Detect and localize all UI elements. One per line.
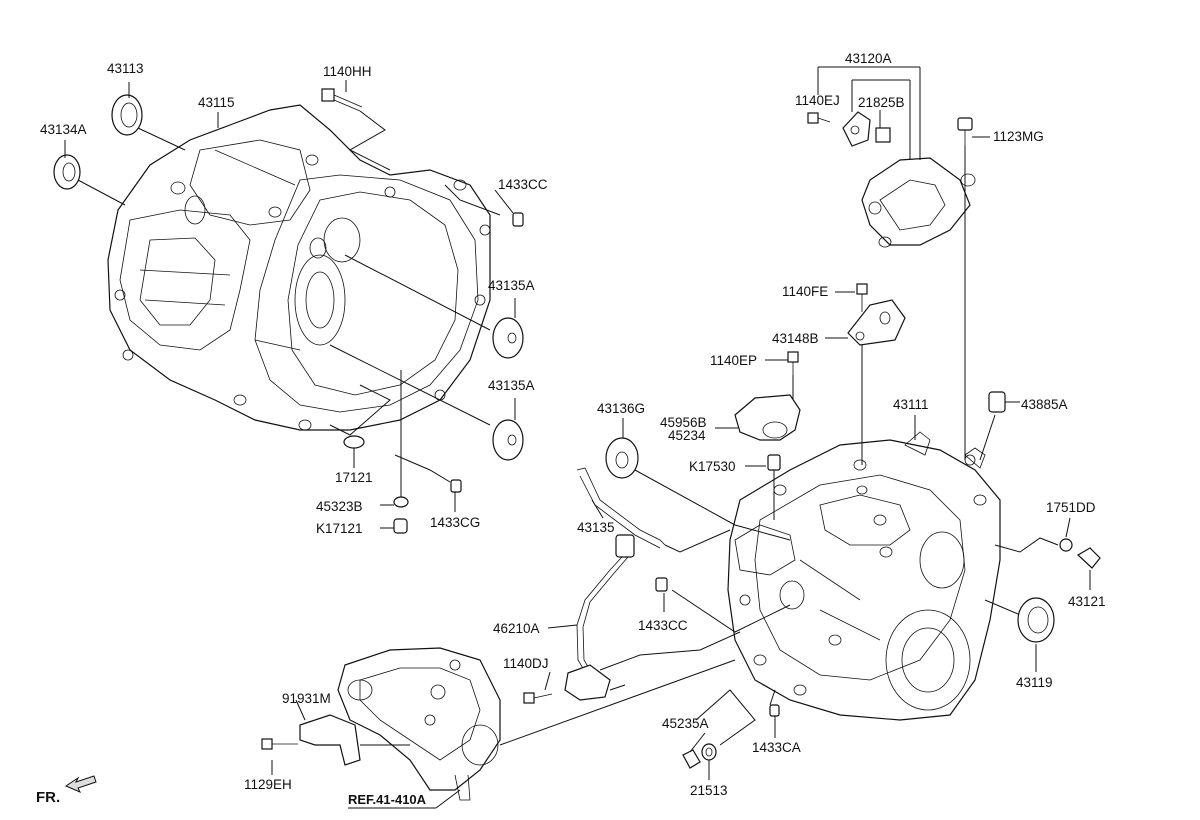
label-43135A-1[interactable]: 43135A	[488, 278, 535, 293]
bracket-43148B[interactable]	[847, 299, 906, 346]
ref-label-41-410A[interactable]: REF.41-410A	[348, 792, 427, 807]
bracket-assy-43120A[interactable]	[861, 157, 976, 248]
label-43135A-2[interactable]: 43135A	[488, 378, 535, 393]
leader-lines	[64, 66, 1091, 809]
harness-46210A[interactable]	[564, 534, 635, 701]
label-1433CC-mid[interactable]: 1433CC	[638, 618, 688, 633]
label-43134A[interactable]: 43134A	[40, 122, 87, 137]
label-43119[interactable]: 43119	[1016, 675, 1053, 690]
sensor-K17530[interactable]	[767, 454, 781, 471]
bracket-plate[interactable]	[842, 111, 871, 147]
label-1140EJ[interactable]: 1140EJ	[795, 93, 840, 108]
seal-17121[interactable]	[343, 435, 365, 449]
label-K17121[interactable]: K17121	[316, 521, 363, 536]
dowel-pin-1433CG[interactable]	[450, 479, 462, 493]
label-43113[interactable]: 43113	[107, 61, 144, 76]
bolt-1140EP[interactable]	[787, 351, 799, 375]
label-43885A[interactable]: 43885A	[1021, 397, 1068, 412]
gasket-21513[interactable]	[701, 743, 717, 761]
label-45235A[interactable]: 45235A	[662, 716, 709, 731]
bolt-1123MG[interactable]	[957, 117, 973, 146]
bracket-91931M[interactable]	[299, 714, 361, 766]
washer-45323B[interactable]	[393, 496, 409, 508]
label-45234[interactable]: 45234	[668, 428, 706, 443]
label-43135[interactable]: 43135	[577, 520, 615, 535]
label-43136G[interactable]: 43136G	[597, 401, 645, 416]
inhibitor-switch-45956B[interactable]	[734, 394, 801, 441]
bolt-1140FE[interactable]	[856, 283, 868, 312]
plate-1140EJ-bolt[interactable]	[807, 112, 831, 124]
damper-21825B[interactable]	[875, 127, 891, 143]
label-46210A[interactable]: 46210A	[493, 621, 540, 636]
front-label: FR.	[36, 789, 60, 806]
label-1433CA[interactable]: 1433CA	[752, 740, 801, 755]
cover-plate-43135A-1[interactable]	[492, 317, 524, 359]
label-1751DD[interactable]: 1751DD	[1046, 500, 1096, 515]
breather-43885A[interactable]	[988, 391, 1006, 413]
oil-seal-43134A[interactable]	[53, 154, 81, 190]
label-43120A[interactable]: 43120A	[845, 51, 892, 66]
label-17121[interactable]: 17121	[335, 470, 373, 485]
plate-43136G[interactable]	[605, 437, 639, 479]
label-1433CC-top[interactable]: 1433CC	[498, 177, 548, 192]
bolt-1140HH[interactable]	[321, 88, 363, 112]
label-1140DJ[interactable]: 1140DJ	[503, 656, 549, 671]
clutch-housing-43115[interactable]	[107, 104, 491, 431]
label-43121[interactable]: 43121	[1068, 594, 1106, 609]
dowel-pin-1433CC-top[interactable]	[512, 212, 524, 227]
label-1140FE[interactable]: 1140FE	[782, 284, 828, 299]
label-43148B[interactable]: 43148B	[772, 331, 819, 346]
bolt-1129EH[interactable]	[261, 738, 298, 750]
label-21825B[interactable]: 21825B	[858, 95, 905, 110]
oil-seal-43119[interactable]	[1017, 597, 1055, 643]
plug-43121[interactable]	[1076, 547, 1101, 569]
front-direction-arrow-icon	[64, 775, 97, 793]
label-45956B[interactable]: 45956B	[660, 415, 707, 430]
transaxle-case-43111[interactable]	[727, 431, 1001, 721]
clutch-actuator-assy[interactable]	[337, 647, 501, 801]
label-1140EP[interactable]: 1140EP	[710, 353, 757, 368]
dowel-pin-1433CC-mid[interactable]	[655, 577, 668, 592]
label-1140HH[interactable]: 1140HH	[323, 64, 372, 79]
oil-seal-43113[interactable]	[111, 94, 143, 136]
gasket-1751DD[interactable]	[1059, 538, 1073, 552]
label-43115[interactable]: 43115	[198, 95, 235, 110]
label-K17530[interactable]: K17530	[689, 459, 736, 474]
seal-K17121[interactable]	[393, 518, 408, 534]
label-43111[interactable]: 43111	[893, 397, 929, 412]
guide-43135[interactable]	[576, 467, 666, 549]
plug-45235A[interactable]	[682, 749, 701, 769]
part-labels: 43113 43115 1140HH 43134A 1433CC 43135A …	[36, 51, 1106, 807]
bolt-1140DJ[interactable]	[523, 692, 553, 704]
dowel-pin-1433CA[interactable]	[769, 704, 780, 717]
cover-plate-43135A-2[interactable]	[492, 419, 524, 461]
label-1123MG[interactable]: 1123MG	[993, 129, 1044, 144]
label-1433CG[interactable]: 1433CG	[430, 515, 480, 530]
label-91931M[interactable]: 91931M	[282, 691, 331, 706]
label-21513[interactable]: 21513	[690, 783, 728, 798]
label-45323B[interactable]: 45323B	[316, 499, 363, 514]
label-1129EH[interactable]: 1129EH	[244, 777, 292, 792]
